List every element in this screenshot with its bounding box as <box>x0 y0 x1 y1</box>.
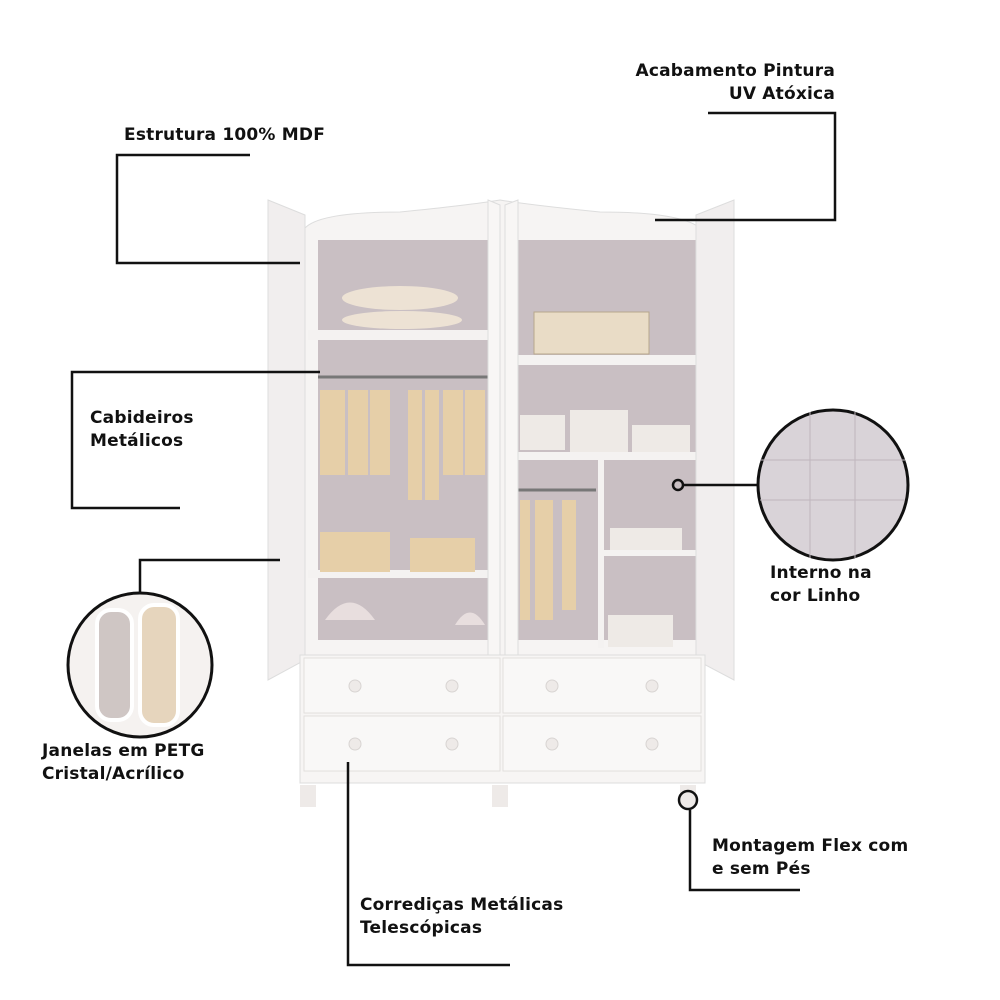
label-text: Janelas em PETG <box>42 741 205 761</box>
label-text: Montagem Flex com <box>712 836 909 856</box>
label-text: cor Linho <box>770 586 861 606</box>
label-text: Cristal/Acrílico <box>42 764 185 784</box>
label-text: Acabamento Pintura <box>635 61 835 81</box>
wardrobe <box>267 199 735 807</box>
label-text: Corrediças Metálicas <box>360 895 564 915</box>
label-text: Metálicos <box>90 431 184 451</box>
label-text: Telescópicas <box>360 918 483 938</box>
label-text: Cabideiros <box>90 408 194 428</box>
label-text: e sem Pés <box>712 859 811 879</box>
label-corredicas: Corrediças Metálicas Telescópicas <box>360 894 563 940</box>
label-estrutura: Estrutura 100% MDF <box>124 125 326 145</box>
label-cabideiros: Cabideiros Metálicos <box>90 407 194 453</box>
window-detail <box>66 591 214 739</box>
label-text: UV Atóxica <box>728 84 835 104</box>
leader-lines <box>70 111 837 967</box>
linen-texture-detail <box>756 408 910 562</box>
label-interno: Interno na cor Linho <box>770 562 872 608</box>
label-text: Interno na <box>770 563 872 583</box>
label-acabamento: Acabamento Pintura UV Atóxica <box>560 60 835 106</box>
label-janelas: Janelas em PETG Cristal/Acrílico <box>42 740 205 786</box>
label-montagem: Montagem Flex com e sem Pés <box>712 835 908 881</box>
